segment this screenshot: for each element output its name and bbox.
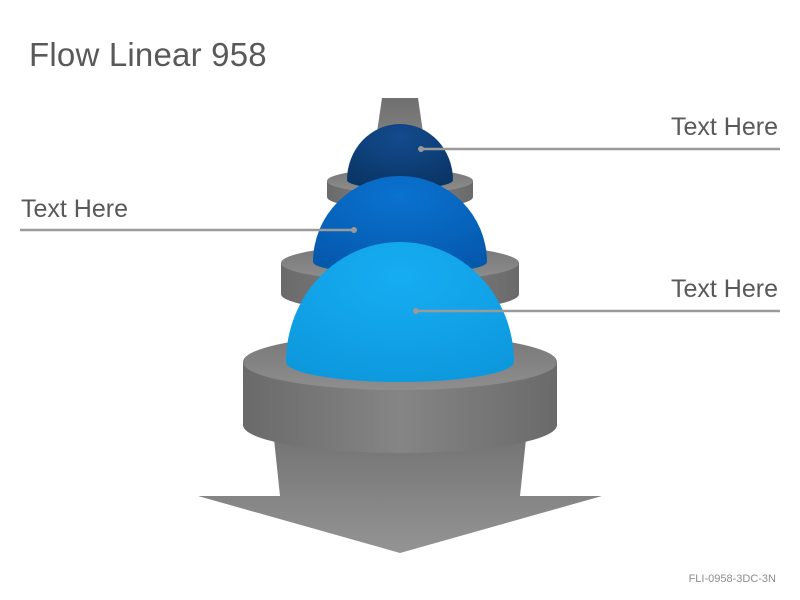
- arrow-head: [198, 420, 602, 553]
- leader-line-3: [413, 308, 780, 314]
- dome-1: [347, 124, 453, 189]
- label-text-3: Text Here: [671, 275, 778, 303]
- leader-line-2: [20, 227, 357, 233]
- label-text-1: Text Here: [671, 113, 778, 141]
- dome-2: [313, 176, 487, 274]
- dome-3: [286, 242, 514, 382]
- diagram-code: FLI-0958-3DC-3N: [688, 573, 776, 585]
- page-title: Flow Linear 958: [29, 36, 267, 73]
- label-text-2: Text Here: [21, 195, 128, 223]
- leader-line-1: [418, 146, 780, 152]
